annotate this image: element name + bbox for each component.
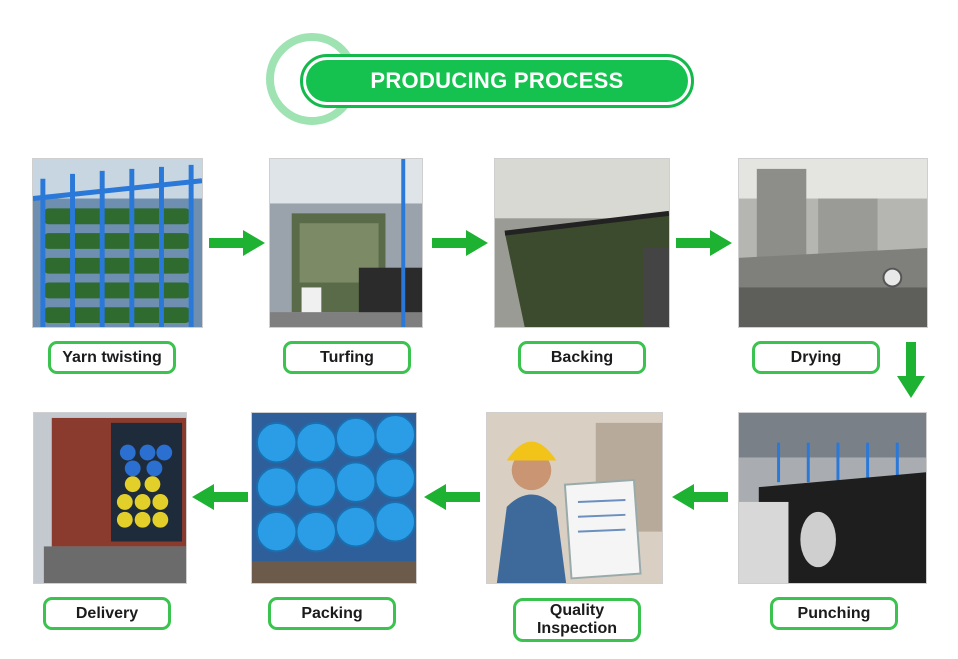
arrow-left-icon bbox=[192, 484, 248, 510]
photo-punching bbox=[738, 412, 927, 584]
step-label-packing: Packing bbox=[268, 597, 396, 630]
photo-delivery bbox=[33, 412, 187, 584]
step-label-backing: Backing bbox=[518, 341, 646, 374]
step-label-quality-inspection: Quality Inspection bbox=[513, 598, 641, 642]
photo-packing bbox=[251, 412, 417, 584]
photo-quality-inspection bbox=[486, 412, 663, 584]
photo-turfing bbox=[269, 158, 423, 328]
arrow-right-icon bbox=[209, 230, 265, 256]
step-label-delivery: Delivery bbox=[43, 597, 171, 630]
photo-backing bbox=[494, 158, 670, 328]
step-label-punching: Punching bbox=[770, 597, 898, 630]
page-title: PRODUCING PROCESS bbox=[306, 60, 688, 102]
photo-yarn-twisting bbox=[32, 158, 203, 328]
step-label-yarn-twisting: Yarn twisting bbox=[48, 341, 176, 374]
step-label-drying: Drying bbox=[752, 341, 880, 374]
arrow-right-icon bbox=[432, 230, 488, 256]
arrow-left-icon bbox=[672, 484, 728, 510]
arrow-right-icon bbox=[676, 230, 732, 256]
photo-drying bbox=[738, 158, 928, 328]
arrow-down-icon bbox=[897, 342, 925, 398]
arrow-left-icon bbox=[424, 484, 480, 510]
step-label-turfing: Turfing bbox=[283, 341, 411, 374]
